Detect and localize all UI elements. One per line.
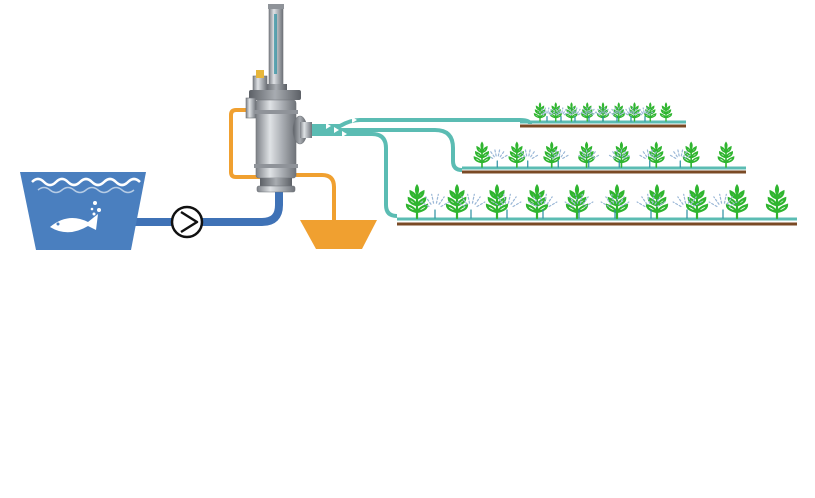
sprinkler-icon (580, 107, 598, 122)
crop-row-1 (520, 102, 686, 128)
irrigation-line-2 (312, 128, 463, 172)
plant-icon (508, 141, 526, 168)
plant-icon (578, 141, 595, 168)
flow-arrows (326, 117, 357, 137)
water-reservoir (20, 172, 146, 250)
plant-icon (659, 102, 673, 122)
crop-row-2 (462, 141, 746, 174)
sprinkler-icon (564, 193, 594, 219)
pump-icon (170, 205, 204, 239)
sprinkler-icon (516, 148, 539, 168)
plant-icon (445, 184, 469, 220)
plant-icon (685, 184, 709, 220)
flush-line-right (296, 173, 336, 224)
wave-line-1 (31, 177, 141, 187)
sprinkler-icon (636, 107, 654, 122)
air-bubbles (90, 201, 101, 216)
sprinkler-icon (672, 193, 702, 219)
fish-icon (50, 214, 98, 233)
crop-rows (397, 102, 797, 226)
sprinkler-icon (577, 148, 600, 168)
plant-icon (485, 184, 509, 220)
self-cleaning-filter (245, 4, 312, 193)
sprinkler-icon (538, 107, 556, 122)
plant-icon (581, 102, 594, 122)
sprinkler-icon (456, 193, 486, 219)
flush-line-left (229, 108, 262, 179)
sprinkler-icon (638, 148, 661, 168)
sprinkler-icon (486, 148, 509, 168)
plant-icon (473, 141, 491, 168)
flush-basin (300, 220, 377, 249)
sprinkler-icon (528, 193, 558, 219)
wave-line-2 (37, 186, 135, 194)
plant-icon (717, 141, 735, 168)
supply-pipe (133, 190, 283, 226)
sprinkler-icon (669, 148, 692, 168)
sprinkler-icon (492, 193, 522, 219)
plant-icon (682, 141, 700, 168)
sprinkler-icon (600, 193, 630, 219)
irrigation-line-1 (312, 118, 532, 128)
plant-icon (405, 184, 429, 220)
plant-icon (612, 102, 625, 122)
plant-icon (765, 184, 789, 220)
plant-icon (613, 141, 630, 168)
irrigation-line-3 (312, 132, 398, 218)
sprinkler-icon (636, 193, 666, 219)
sprinkler-icon (708, 193, 738, 219)
crop-row-3 (397, 184, 797, 226)
sprinkler-icon (552, 107, 570, 122)
sprinkler-icon (547, 148, 570, 168)
sprinkler-icon (608, 148, 631, 168)
sprinkler-icon (420, 193, 450, 219)
flush-lines (229, 108, 336, 224)
